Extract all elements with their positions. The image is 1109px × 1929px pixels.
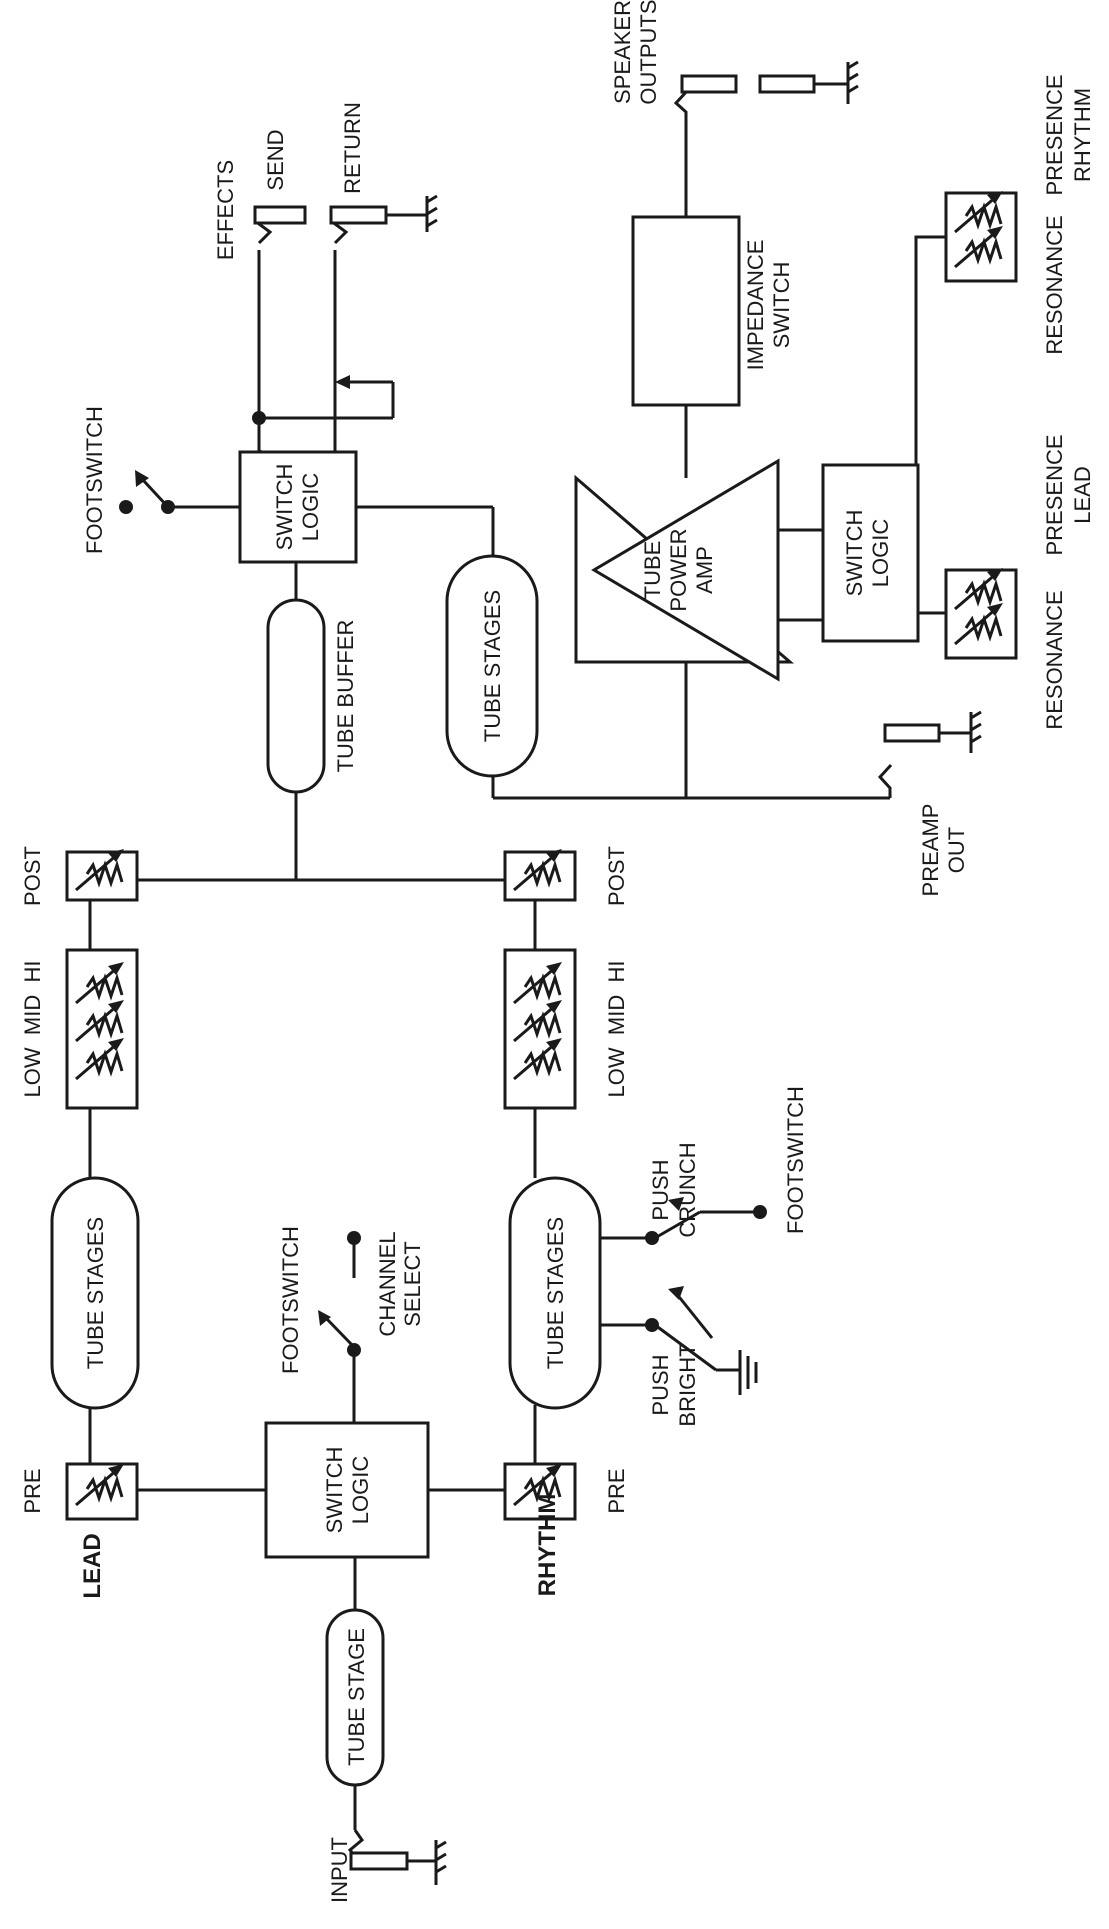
impedance-switch-block [631,215,741,407]
rhythm-pre-label: PRE [604,1468,629,1513]
push-bright-switch [645,1286,714,1339]
lead-presence-label: PRESENCE [1042,434,1067,555]
push-crunch-push-label: PUSH [648,1159,673,1220]
preamp-out-jack [883,710,982,753]
lead-resonance-label: RESONANCE [1042,590,1067,729]
tube-buffer-label: TUBE BUFFER [333,620,358,773]
rhythm-footswitch-label: FOOTSWITCH [783,1086,808,1234]
effects-switch-label: SWITCH [272,464,297,551]
rhythm-tube-stages-label: TUBE STAGES [543,1217,568,1369]
rhythm-tube-stages [508,1176,602,1410]
rhythm-eq-controls [503,948,577,1110]
preamp-label: PREAMP [918,804,943,897]
channel-select-switch [318,1231,361,1357]
lead-pre-label: PRE [20,1468,45,1513]
select-label: SELECT [400,1241,425,1327]
lead-tube-stages [50,1176,140,1410]
channel-switch-logic [264,1421,430,1559]
push-crunch-crunch-label: CRUNCH [675,1142,700,1237]
power-amp-amp-label: AMP [692,546,717,594]
lead-tube-stages-label: TUBE STAGES [83,1217,108,1369]
preamp-out-label: OUT [944,827,969,873]
loop-junction [252,411,266,425]
power-amp-power-label: POWER [666,528,691,611]
lead-pre-control [65,1462,139,1521]
speaker-output-jacks [680,60,859,104]
channel-switch-label: SWITCH [322,1447,347,1534]
return-label: RETURN [340,102,365,194]
input-jack [347,1829,447,1885]
push-crunch-switch [645,1197,767,1245]
labels: LEAD RHYTHM INPUT TUBE STAGE SWITCH LOGI… [20,0,1095,1903]
rhythm-eq-label: LOW MID HI [604,961,629,1098]
wiring [88,88,946,1830]
rhythm-channel-label: RHYTHM [1070,88,1095,182]
input-label: INPUT [327,1837,352,1903]
input-tube-stage [325,1608,385,1787]
channel-label: CHANNEL [375,1231,400,1336]
power-switch-label: SWITCH [842,510,867,597]
lead-resonance-presence-controls [944,566,1018,660]
speaker-label: SPEAKER [610,0,635,104]
return-jack [329,194,438,232]
lead-eq-controls [65,948,139,1110]
send-jack [253,205,307,225]
effects-label: EFFECTS [213,160,238,260]
push-bright-push-label: PUSH [648,1354,673,1415]
lower-tube-stages-label: TUBE STAGES [480,590,505,742]
push-bright-bright-label: BRIGHT [675,1343,700,1426]
send-label: SEND [263,129,288,190]
rhythm-post-label: POST [604,846,629,906]
lead-post-label: POST [20,846,45,906]
effects-footswitch-label: FOOTSWITCH [82,406,107,554]
rhythm-pre-control [503,1462,577,1521]
impedance-label: IMPEDANCE [743,240,768,371]
lead-post-control [65,847,139,902]
rhythm-presence-label: PRESENCE [1042,74,1067,195]
lower-tube-stages [445,554,539,778]
outputs-label: OUTPUTS [636,0,661,105]
tube-stage-label: TUBE STAGE [344,1628,369,1766]
rhythm-resonance-presence-controls [944,189,1018,283]
tube-power-amp [574,458,795,682]
tube-buffer [266,598,326,794]
power-logic-label: LOGIC [868,519,893,588]
impedance-switch-label: SWITCH [769,262,794,349]
channel-logic-label: LOGIC [348,1456,373,1525]
lead-channel-label: LEAD [1070,466,1095,523]
rhythm-label: RHYTHM [534,1494,561,1597]
power-switch-logic [821,463,920,643]
effects-switch-logic [238,450,358,564]
rhythm-post-control [503,847,577,902]
channel-footswitch-label: FOOTSWITCH [278,1226,303,1374]
lead-label: LEAD [79,1533,106,1598]
effects-logic-label: LOGIC [298,473,323,542]
rhythm-resonance-label: RESONANCE [1042,215,1067,354]
effects-footswitch [119,470,175,514]
power-amp-tube-label: TUBE [640,541,665,600]
lead-eq-label: LOW MID HI [20,961,45,1098]
